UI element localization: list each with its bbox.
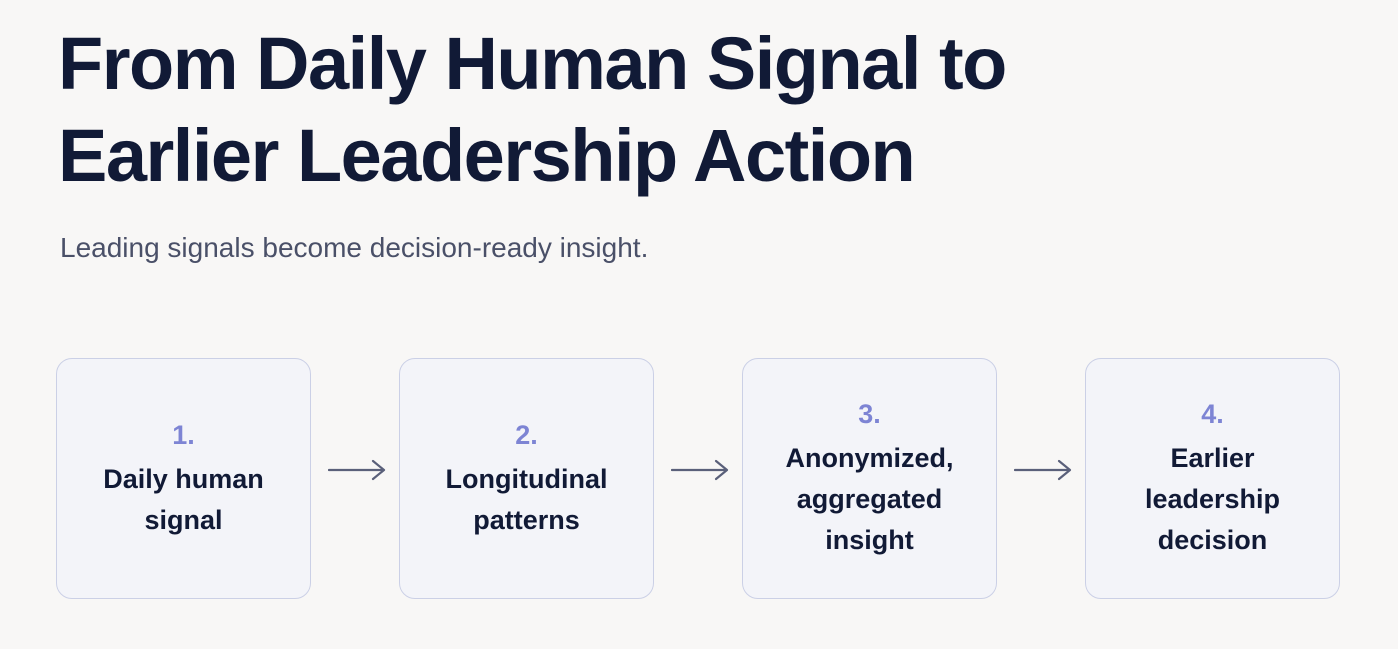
- step-number: 2.: [515, 419, 538, 450]
- step-label: Anonymized, aggregated insight: [785, 443, 954, 555]
- step-box-4: 4. Earlier leadership decision: [1085, 358, 1340, 599]
- step-label: Earlier leadership decision: [1144, 443, 1281, 555]
- process-flow: 1. Daily human signal 2. Longitudinal pa…: [56, 358, 1341, 601]
- step-box-1: 1. Daily human signal: [56, 358, 311, 599]
- step-box-2: 2. Longitudinal patterns: [399, 358, 654, 599]
- page-title: From Daily Human Signal to Earlier Leade…: [58, 22, 1007, 197]
- step-label: Longitudinal patterns: [445, 463, 608, 535]
- arrow-right-icon: [1014, 459, 1072, 481]
- step-number: 3.: [858, 399, 881, 429]
- arrow-right-icon: [328, 459, 386, 481]
- arrow-right-icon: [671, 459, 729, 481]
- step-number: 1.: [172, 419, 195, 450]
- page-subtitle: Leading signals become decision-ready in…: [60, 232, 649, 263]
- step-number: 4.: [1201, 399, 1224, 429]
- step-label: Daily human signal: [103, 463, 264, 535]
- step-box-3: 3. Anonymized, aggregated insight: [742, 358, 997, 599]
